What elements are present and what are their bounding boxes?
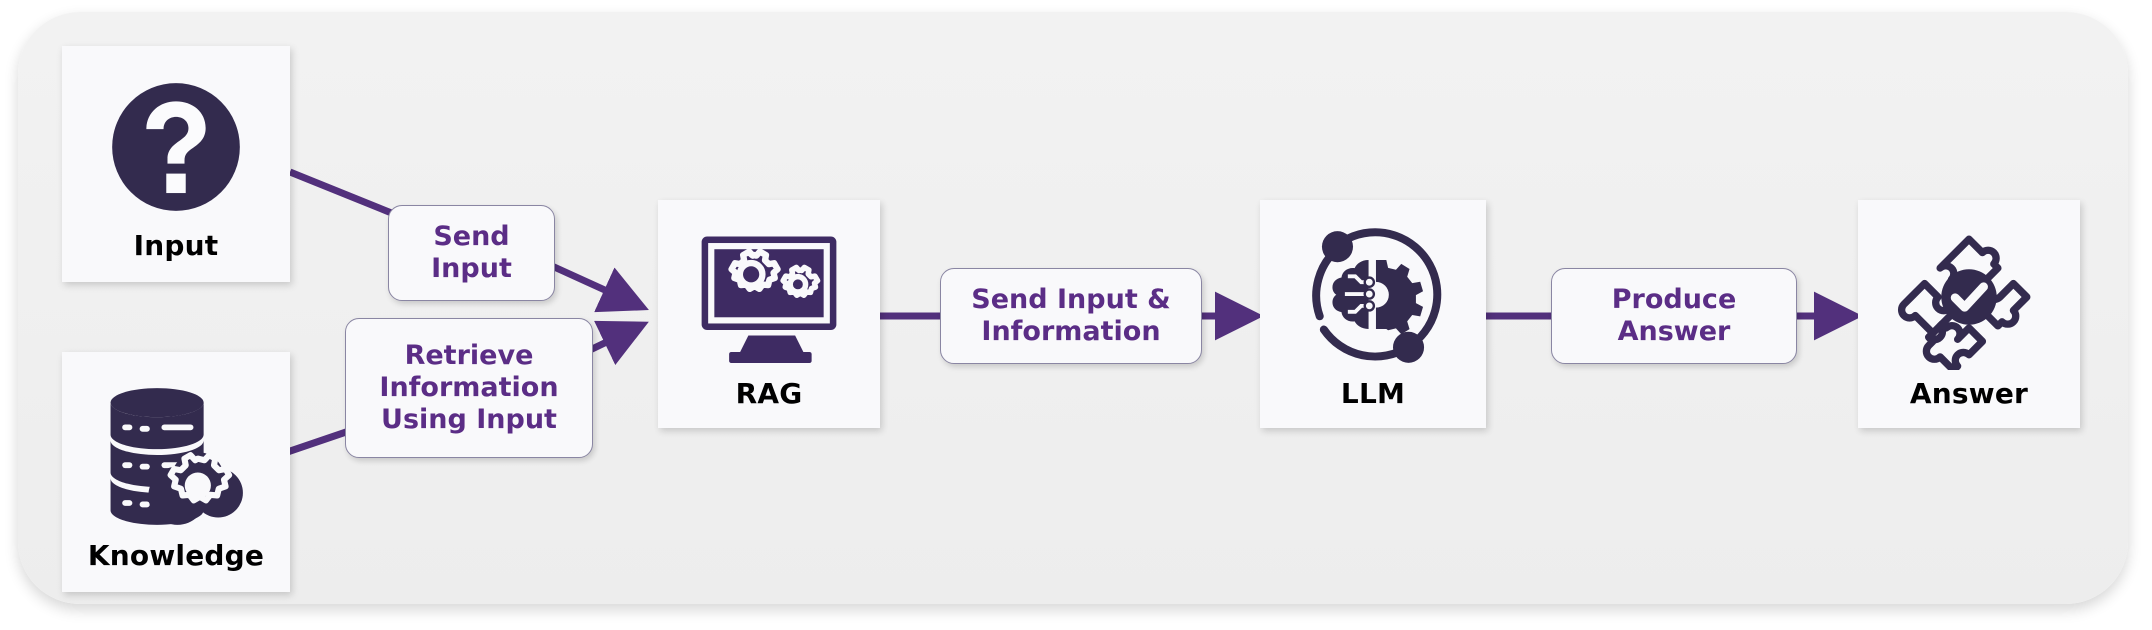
node-input-label: Input xyxy=(133,229,219,262)
node-rag-icon-wrap xyxy=(658,214,880,380)
question-mark-circle-icon xyxy=(112,83,240,211)
node-knowledge[interactable]: Knowledge xyxy=(62,352,290,592)
monitor-gears-icon xyxy=(701,236,837,363)
node-llm-label: LLM xyxy=(1340,377,1406,410)
brain-gear-orbit-icon xyxy=(1312,228,1442,363)
node-answer[interactable]: Answer xyxy=(1858,200,2080,428)
node-knowledge-label: Knowledge xyxy=(87,539,265,572)
edge-label-send-input[interactable]: Send Input xyxy=(388,205,555,301)
node-rag[interactable]: RAG xyxy=(658,200,880,428)
node-answer-label: Answer xyxy=(1909,377,2029,410)
edge-label-send-input-and-information[interactable]: Send Input & Information xyxy=(940,268,1202,364)
node-knowledge-icon-wrap xyxy=(62,368,290,542)
edge-label-retrieve-information-using-input[interactable]: Retrieve Information Using Input xyxy=(345,318,593,458)
database-gears-icon xyxy=(110,388,243,525)
node-llm[interactable]: LLM xyxy=(1260,200,1486,428)
edge-line-label-to-rag-lower xyxy=(588,320,649,366)
edge-label-produce-answer[interactable]: Produce Answer xyxy=(1551,268,1797,364)
node-input[interactable]: Input xyxy=(62,46,290,282)
edge-line-input-to-label xyxy=(288,168,396,218)
edge-line-label-to-rag-upper xyxy=(550,262,649,313)
node-llm-icon-wrap xyxy=(1260,214,1486,380)
puzzle-check-icon xyxy=(1897,235,2031,370)
node-input-icon-wrap xyxy=(62,62,290,232)
node-answer-icon-wrap xyxy=(1858,214,2080,380)
node-rag-label: RAG xyxy=(735,377,803,410)
